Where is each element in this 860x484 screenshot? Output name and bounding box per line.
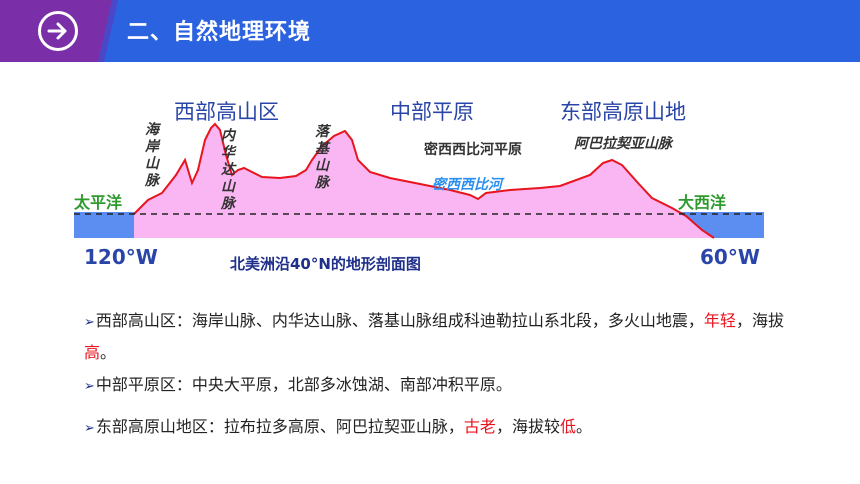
river-label: 密西西比河 (432, 177, 502, 193)
bullet-east-highlight-old: 古老 (463, 417, 496, 436)
diagram-caption: 北美洲沿40°N的地形剖面图 (230, 255, 421, 273)
region-label-east: 东部高原山地 (560, 100, 686, 124)
mountain-label-appalachian: 阿巴拉契亚山脉 (574, 136, 672, 152)
bullet-central: ➢中部平原区：中央大平原，北部多冰蚀湖、南部冲积平原。 (84, 370, 804, 402)
page-title: 二、自然地理环境 (127, 20, 312, 45)
region-label-west: 西部高山区 (174, 100, 279, 124)
arrow-right-circle-icon[interactable] (38, 11, 78, 51)
bullet-arrow-icon: ➢ (84, 421, 95, 436)
mountain-label-sierra: 内华达山脉 (221, 128, 235, 212)
bullet-west-highlight-young: 年轻 (703, 311, 736, 330)
mountain-label-coast: 海岸山脉 (145, 122, 159, 189)
bullet-east-highlight-low: 低 (559, 417, 576, 436)
bullet-east-text-mid: ，海拔较 (495, 417, 560, 436)
mountain-label-rocky: 落基山脉 (315, 124, 329, 191)
ocean-label-pacific: 太平洋 (74, 193, 123, 212)
bullet-west-text-mid: ，海拔 (735, 311, 784, 330)
terrain-profile-line (133, 122, 715, 239)
header-background (0, 0, 860, 62)
bullet-central-text: 中部平原区：中央大平原，北部多冰蚀湖、南部冲积平原。 (95, 375, 512, 394)
longitude-label-east: 60°W (700, 245, 760, 269)
bullet-east-text: 东部高原山地区：拉布拉多高原、阿巴拉契亚山脉， (95, 417, 464, 436)
bullet-west-highlight-high: 高 (84, 343, 101, 362)
bullet-east-text-end: 。 (575, 417, 592, 436)
terrain-profile-diagram (74, 122, 764, 239)
bullet-arrow-icon: ➢ (84, 315, 95, 330)
plain-label: 密西西比河平原 (424, 142, 522, 158)
bullet-west-text-end: 。 (100, 343, 117, 362)
terrain-fill (134, 124, 714, 238)
bullet-arrow-icon: ➢ (84, 379, 95, 394)
bullet-west-text: 西部高山区：海岸山脉、内华达山脉、落基山脉组成科迪勒拉山系北段，多火山地震， (95, 311, 704, 330)
ocean-label-atlantic: 大西洋 (678, 193, 727, 212)
region-label-central: 中部平原 (390, 100, 474, 124)
longitude-label-west: 120°W (84, 245, 158, 269)
bullet-west: ➢西部高山区：海岸山脉、内华达山脉、落基山脉组成科迪勒拉山系北段，多火山地震，年… (84, 306, 804, 368)
header-bar: 二、自然地理环境 (0, 0, 860, 62)
bullet-east: ➢东部高原山地区：拉布拉多高原、阿巴拉契亚山脉，古老，海拔较低。 (84, 412, 804, 444)
